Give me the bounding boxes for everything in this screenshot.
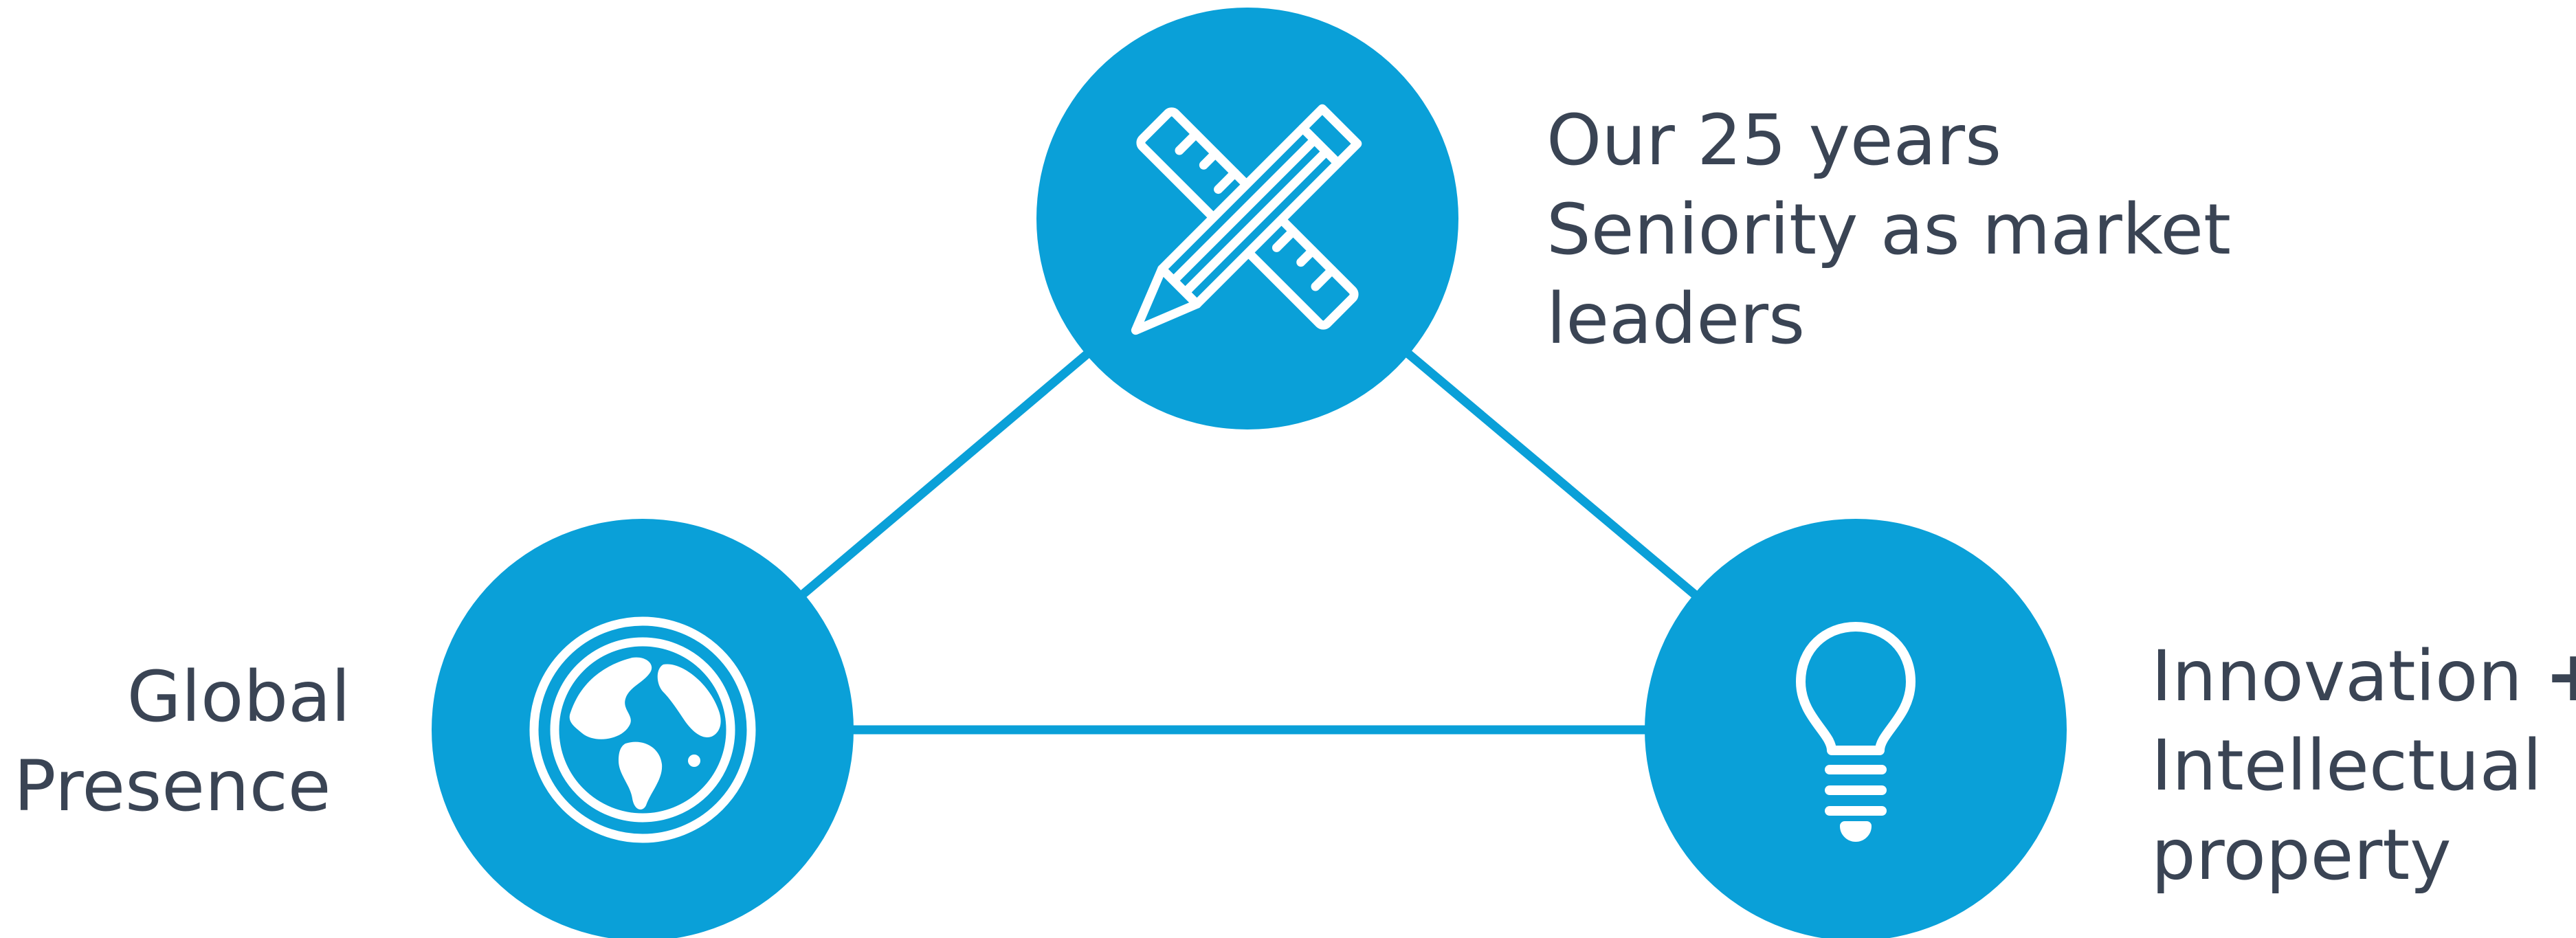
node-seniority: [1036, 8, 1458, 429]
label-seniority-line-1: Our 25 years: [1546, 100, 2002, 181]
label-global-line-1: Global: [126, 656, 351, 738]
label-seniority-line-2: Seniority as market: [1546, 189, 2231, 271]
label-global-line-2: Presence: [14, 746, 331, 827]
label-innovation-line-2: Intellectual: [2151, 725, 2542, 807]
node-innovation-circle: [1645, 519, 2067, 938]
label-innovation-plus: +: [2544, 636, 2576, 717]
label-global: Global Presence: [14, 653, 351, 831]
label-innovation: Innovation + Intellectual property: [2151, 632, 2576, 900]
lightbulb-icon: [1796, 622, 1916, 842]
label-seniority-line-3: leaders: [1546, 278, 1806, 360]
label-innovation-line-1-text: Innovation: [2151, 636, 2523, 717]
label-seniority: Our 25 years Seniority as market leaders: [1546, 96, 2231, 364]
label-innovation-line-3: property: [2151, 814, 2452, 896]
label-innovation-line-1: Innovation +: [2151, 632, 2576, 722]
node-innovation: [1645, 519, 2067, 938]
pencil-ruler-icon: [1131, 104, 1362, 335]
globe-icon: [529, 616, 756, 843]
node-global: [432, 519, 854, 938]
